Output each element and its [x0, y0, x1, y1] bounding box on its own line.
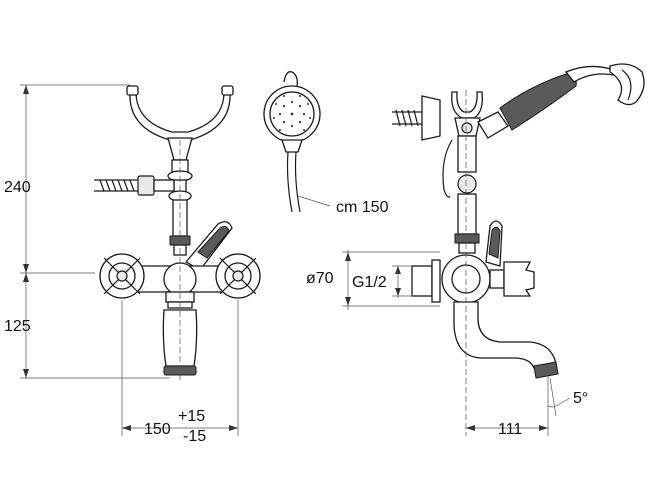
front-view	[20, 84, 261, 436]
side-spout	[453, 301, 559, 379]
width-center-label: 150	[144, 421, 171, 438]
spout-projection-label: 111	[498, 421, 522, 438]
hose-connector	[94, 175, 175, 196]
side-body	[411, 254, 535, 304]
spout-angle-label: 5°	[573, 390, 588, 407]
width-tolerance-plus-label: +15	[178, 408, 205, 425]
diameter-label: ø70	[306, 270, 334, 287]
diameter-dimension-line	[342, 250, 440, 310]
shower-nozzles	[273, 95, 311, 131]
right-cross-handle	[215, 253, 261, 299]
width-dimension-line	[121, 300, 239, 436]
height-dimension-line	[20, 84, 170, 379]
angle-dimension-line	[547, 377, 571, 417]
height-upper-label: 240	[4, 179, 31, 196]
thread-dimension-line	[392, 265, 412, 298]
left-cross-handle	[99, 253, 145, 299]
thread-label: G1/2	[352, 274, 387, 291]
side-holder	[451, 91, 483, 137]
hand-shower-view	[263, 71, 331, 213]
side-column	[442, 135, 480, 254]
wall-bracket	[392, 95, 441, 141]
side-lever	[485, 220, 503, 267]
diverter-lever	[185, 221, 233, 271]
side-hand-shower	[477, 63, 645, 139]
width-tolerance-minus-label: -15	[183, 428, 206, 445]
hose-length-label: cm 150	[336, 199, 389, 216]
height-lower-label: 125	[4, 318, 31, 335]
shower-holder-fork	[126, 85, 234, 161]
side-view	[342, 63, 645, 436]
